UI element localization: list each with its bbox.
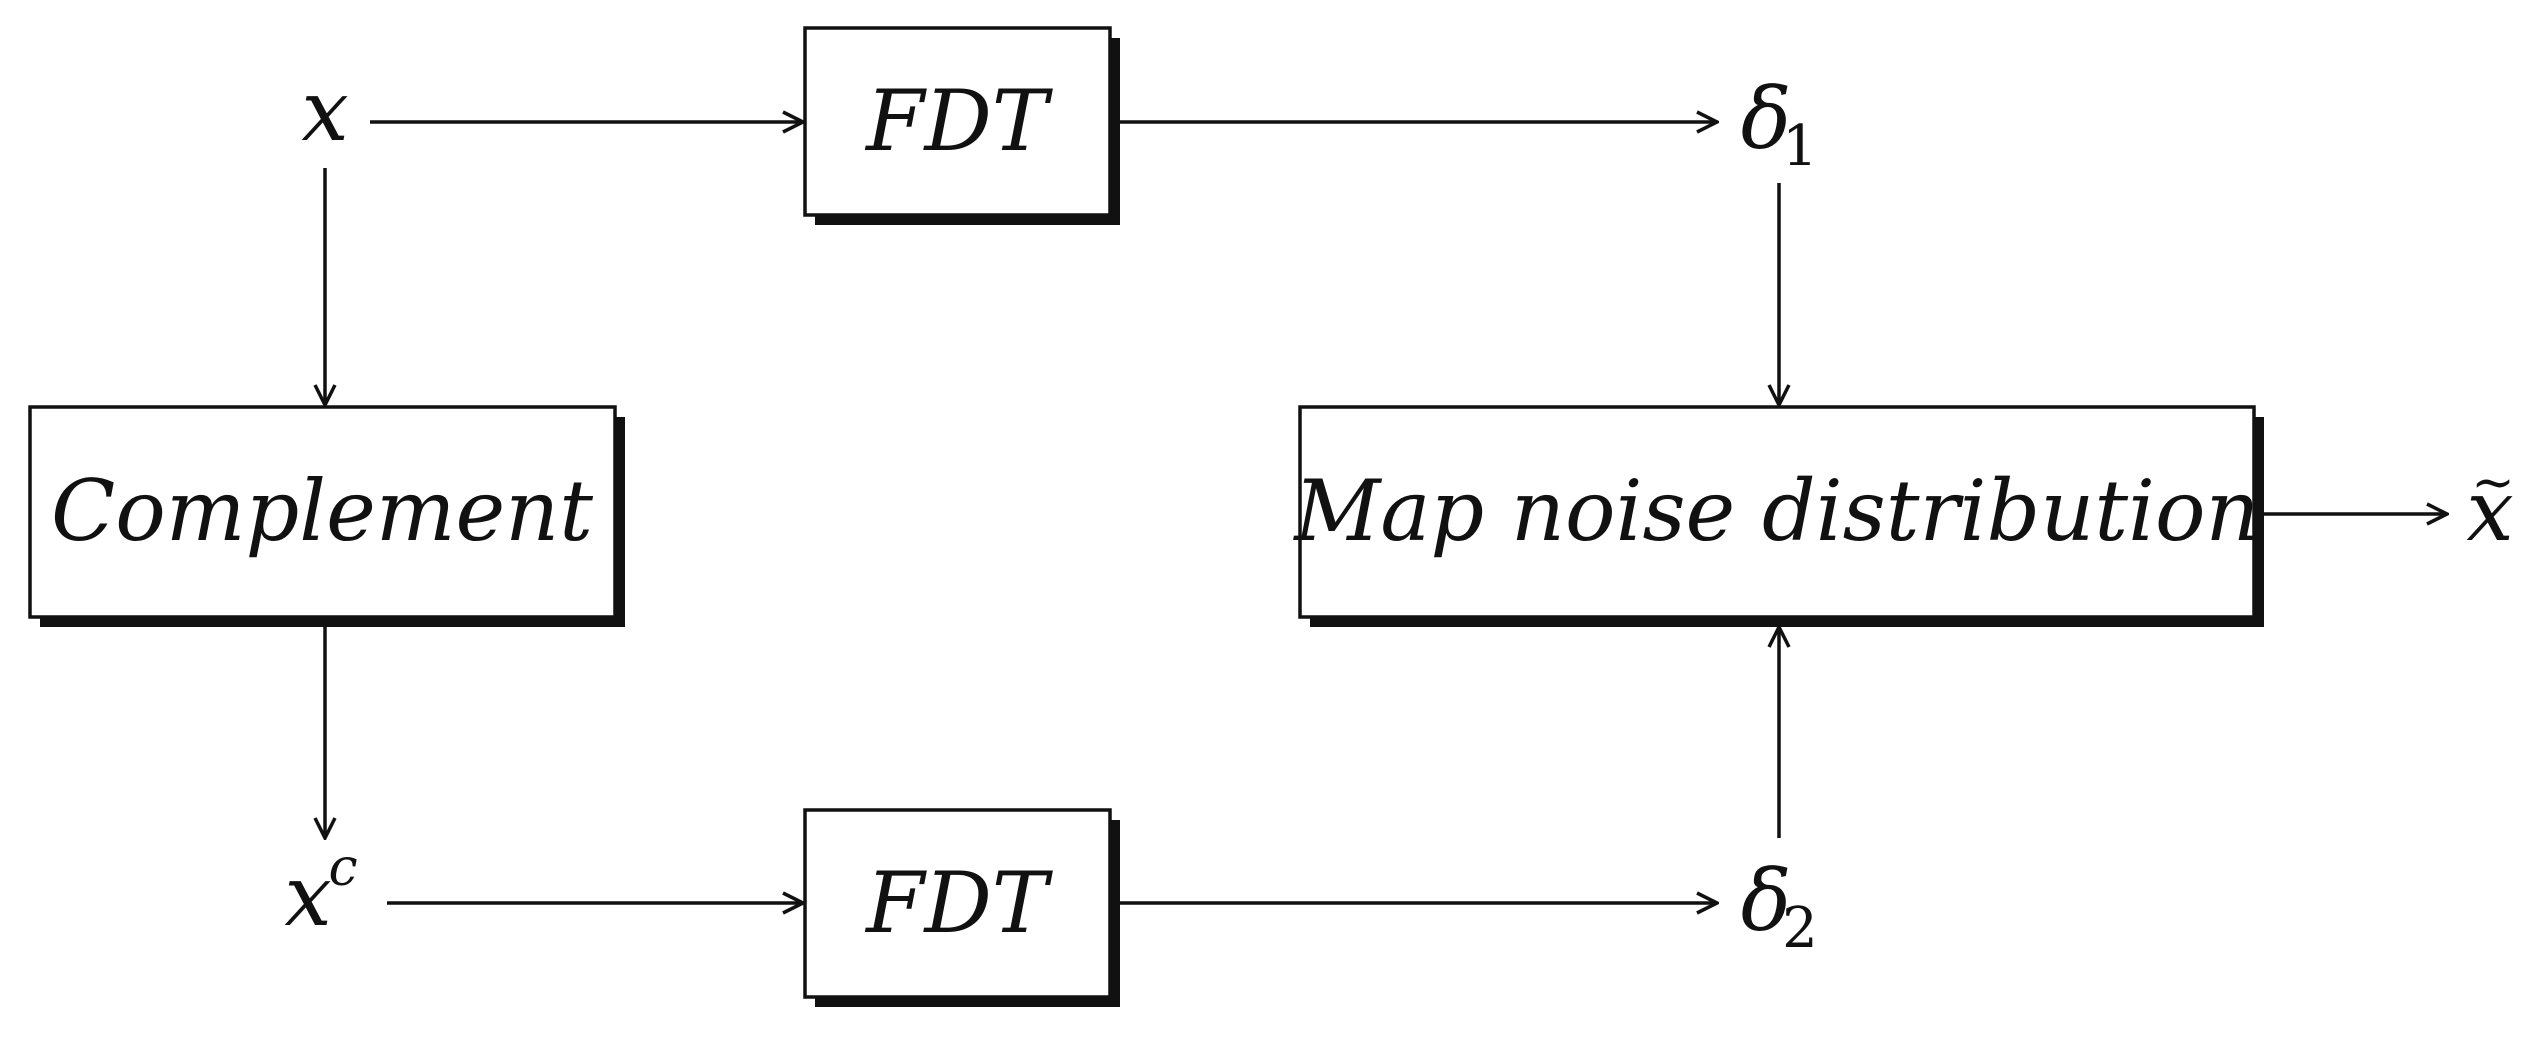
delta-2: δ 2 (1741, 852, 1818, 961)
delta-2-symbol: δ (1741, 852, 1792, 950)
output-x-label: x (2466, 462, 2513, 560)
map-noise-label: Map noise distribution (1292, 462, 2259, 560)
input-x-label: x (301, 62, 348, 160)
delta-1-subscript: 1 (1782, 114, 1818, 179)
delta-2-subscript: 2 (1782, 896, 1818, 961)
output-x-tilde: ~ x (2466, 453, 2514, 560)
output-tilde-accent: ~ (2471, 453, 2515, 513)
delta-1-symbol: δ (1741, 70, 1792, 168)
input-xc: x c (284, 838, 357, 945)
complement-label: Complement (51, 462, 593, 560)
fdt-top-label: FDT (864, 72, 1054, 170)
map-noise-box: Map noise distribution (1292, 405, 2264, 627)
fdt-bottom-box: FDT (803, 808, 1120, 1007)
delta-1: δ 1 (1741, 70, 1818, 179)
fdt-top-box: FDT (803, 26, 1120, 225)
input-xc-superscript: c (328, 838, 357, 898)
fdt-bottom-label: FDT (864, 854, 1054, 952)
complement-box: Complement (28, 405, 625, 627)
input-xc-label: x (284, 847, 331, 945)
